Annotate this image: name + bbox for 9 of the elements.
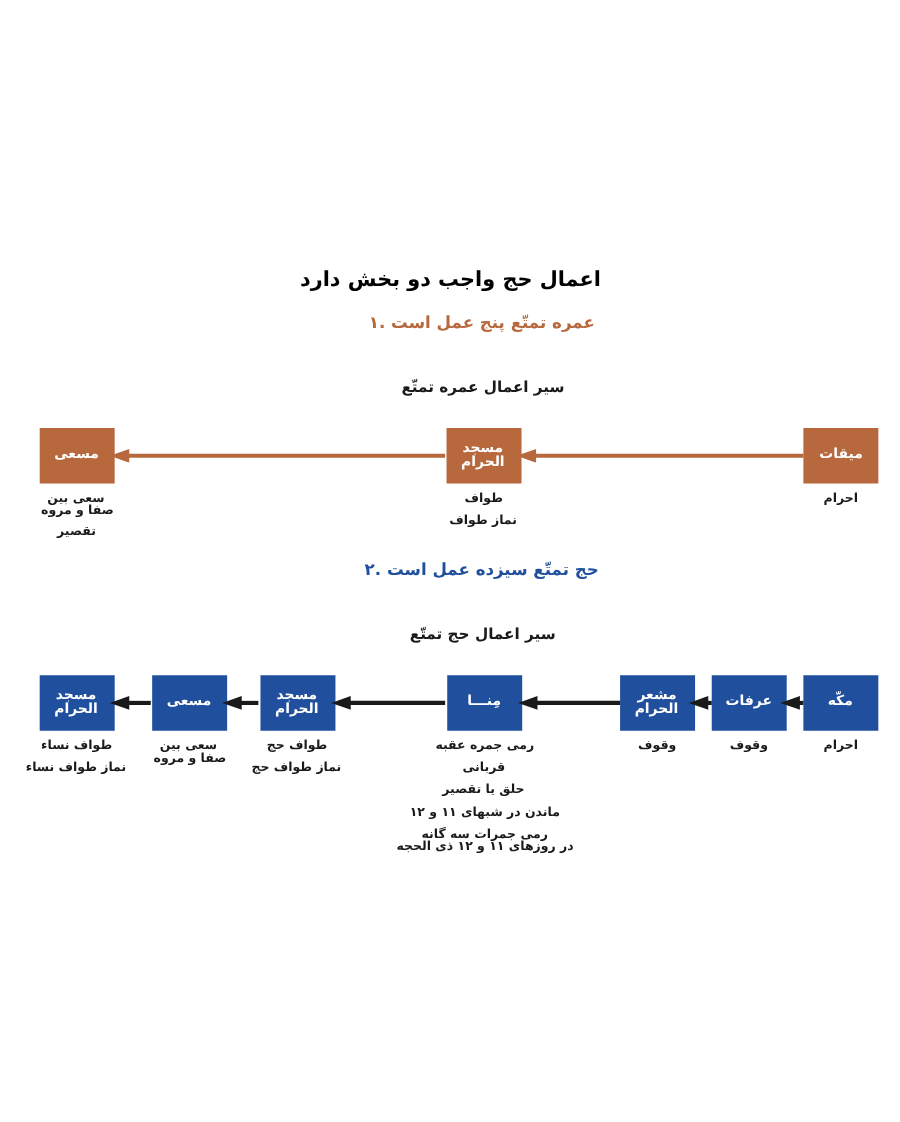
diagram-title: اعمال حج واجب دو بخش دارد — [300, 267, 601, 292]
label: ۲. حج تمتّع سیزده عمل است — [364, 558, 599, 579]
arrow — [517, 695, 621, 709]
arrow — [109, 447, 446, 462]
arrow — [222, 695, 259, 709]
arrow — [109, 695, 151, 709]
arrow — [516, 447, 804, 462]
label: ۱. عمره تمتّع پنج عمل است — [368, 311, 595, 332]
arrow — [331, 695, 446, 709]
